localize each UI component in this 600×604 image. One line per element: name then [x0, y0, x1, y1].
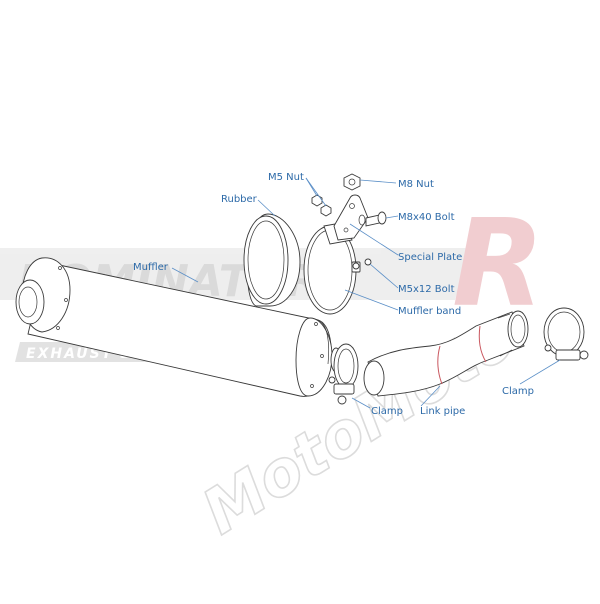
special-plate [333, 194, 369, 241]
label-muffler-band: Muffler band [398, 306, 461, 317]
m5x12-bolts [352, 258, 372, 270]
label-rubber: Rubber [221, 194, 258, 205]
clamp-left [328, 343, 359, 405]
label-special-plate: Special Plate [398, 252, 462, 263]
label-link-pipe: Link pipe [420, 406, 465, 417]
label-clamp-right: Clamp [502, 386, 534, 397]
m8-nut [343, 173, 361, 191]
label-clamp-left: Clamp [371, 406, 403, 417]
watermark-r-logo: R [452, 195, 544, 334]
rubber-ring [243, 213, 301, 307]
label-muffler: Muffler [133, 262, 169, 273]
link-pipe [363, 310, 529, 397]
label-m8x40-bolt: M8x40 Bolt [398, 212, 455, 223]
muffler [15, 257, 342, 397]
label-m5x12-bolt: M5x12 Bolt [398, 284, 455, 295]
m5-nuts [311, 194, 332, 217]
leader-lines [171, 177, 561, 409]
part-labels: M5 Nut M8 Nut Rubber M8x40 Bolt Special … [133, 172, 534, 417]
m8x40-bolt [358, 211, 387, 227]
label-m5-nut: M5 Nut [268, 172, 304, 183]
clamp-right [543, 307, 589, 361]
label-m8-nut: M8 Nut [398, 179, 434, 190]
